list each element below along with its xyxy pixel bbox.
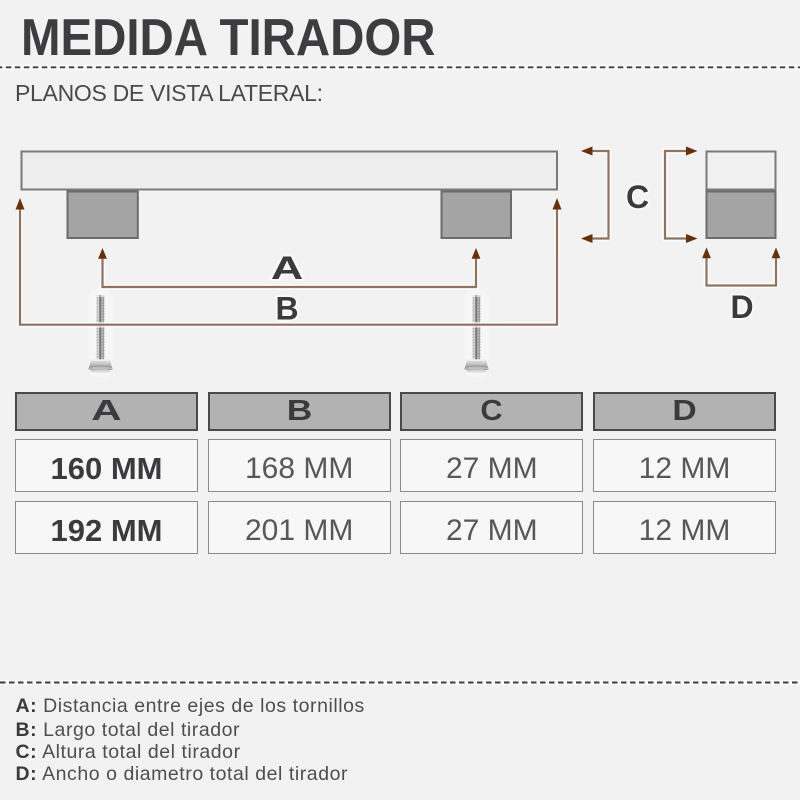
svg-text:A: A (271, 251, 303, 286)
svg-text:C: C (626, 179, 649, 215)
svg-text:D: D (730, 289, 753, 325)
svg-text:B: B (275, 291, 298, 327)
